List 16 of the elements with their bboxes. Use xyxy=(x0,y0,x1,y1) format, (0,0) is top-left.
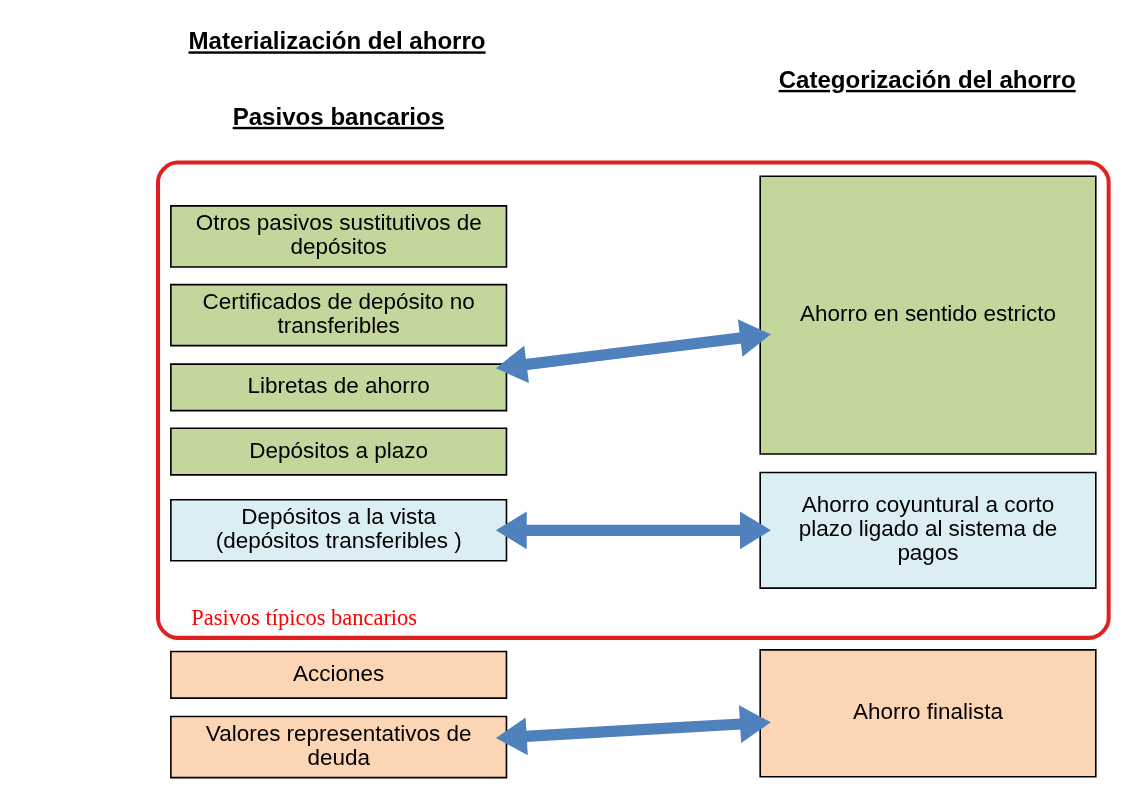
node-box: Acciones xyxy=(170,650,508,699)
node-box: Libretas de ahorro xyxy=(170,362,508,411)
node-box: Ahorro coyuntural a corto plazo ligado al sistema de pagos xyxy=(759,471,1097,589)
node-box: Depósitos a plazo xyxy=(170,427,508,476)
node-box: Depósitos a la vista (depósitos transferibles ) xyxy=(170,498,508,562)
node-box: Ahorro en sentido estricto xyxy=(759,174,1097,455)
label: Materialización del ahorro xyxy=(188,26,486,54)
arrow xyxy=(495,510,771,549)
arrow xyxy=(496,318,771,383)
arrow xyxy=(495,704,771,755)
node-box: Ahorro finalista xyxy=(759,648,1097,778)
node-box: Certificados de depósito no transferibles xyxy=(170,283,508,346)
node-box: Valores representativos de deuda xyxy=(170,715,508,778)
label: Pasivos bancarios xyxy=(232,102,445,130)
node-box: Otros pasivos sustitutivos de depósitos xyxy=(170,204,508,268)
label: Categorización del ahorro xyxy=(778,65,1076,93)
